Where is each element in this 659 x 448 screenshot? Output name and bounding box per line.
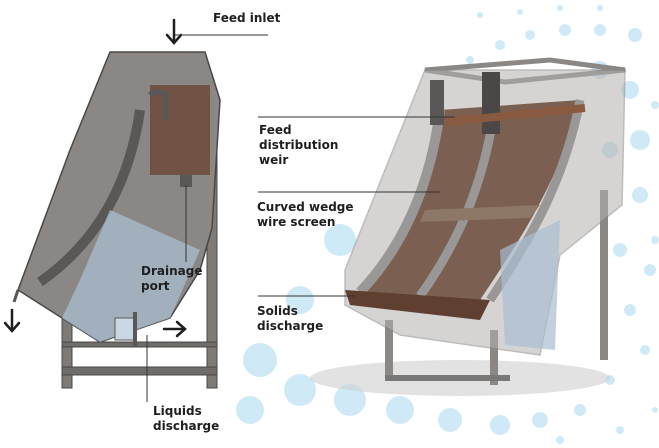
label-curved-wedge-wire-screen: Curved wedge wire screen <box>257 200 354 229</box>
cross-section-view <box>12 51 221 389</box>
outlet-flange <box>133 312 137 346</box>
curved-screen-section <box>37 109 145 287</box>
leader-lines <box>146 34 455 402</box>
solids-chute <box>345 290 490 320</box>
liquids-region <box>62 210 200 342</box>
weir-curve <box>148 89 169 120</box>
down-arrow-icon <box>165 18 183 45</box>
solids-on-screen <box>420 205 540 222</box>
isometric-view <box>310 57 626 396</box>
label-feed-inlet: Feed inlet <box>213 11 281 25</box>
right-arrow-icon <box>162 320 187 338</box>
weir-post-center <box>482 72 500 134</box>
base-front-bar <box>385 375 510 381</box>
drainage-port-stub <box>180 175 192 187</box>
cross-bar <box>61 341 218 348</box>
label-liquids-discharge: Liquids discharge <box>153 404 220 433</box>
liquids-outlet-pipe <box>114 317 136 341</box>
down-arrow-icon <box>3 308 21 333</box>
distribution-weir-bar <box>444 104 586 126</box>
front-leg <box>61 317 73 389</box>
label-drainage-port: Drainage port <box>141 264 203 293</box>
leg-front-right <box>490 330 498 385</box>
label-feed-distribution-weir: Feed distribution weir <box>259 123 339 167</box>
label-solids-discharge: Solids discharge <box>257 304 324 333</box>
liquids-tank <box>500 220 560 350</box>
solids-lip <box>12 289 20 303</box>
leg-rear-right <box>600 190 608 360</box>
screen-side-wall-left <box>356 109 445 296</box>
leg-front-left <box>385 320 393 380</box>
base-bar <box>61 366 218 376</box>
inlet-box <box>150 85 210 175</box>
weir-post-left <box>430 80 444 125</box>
